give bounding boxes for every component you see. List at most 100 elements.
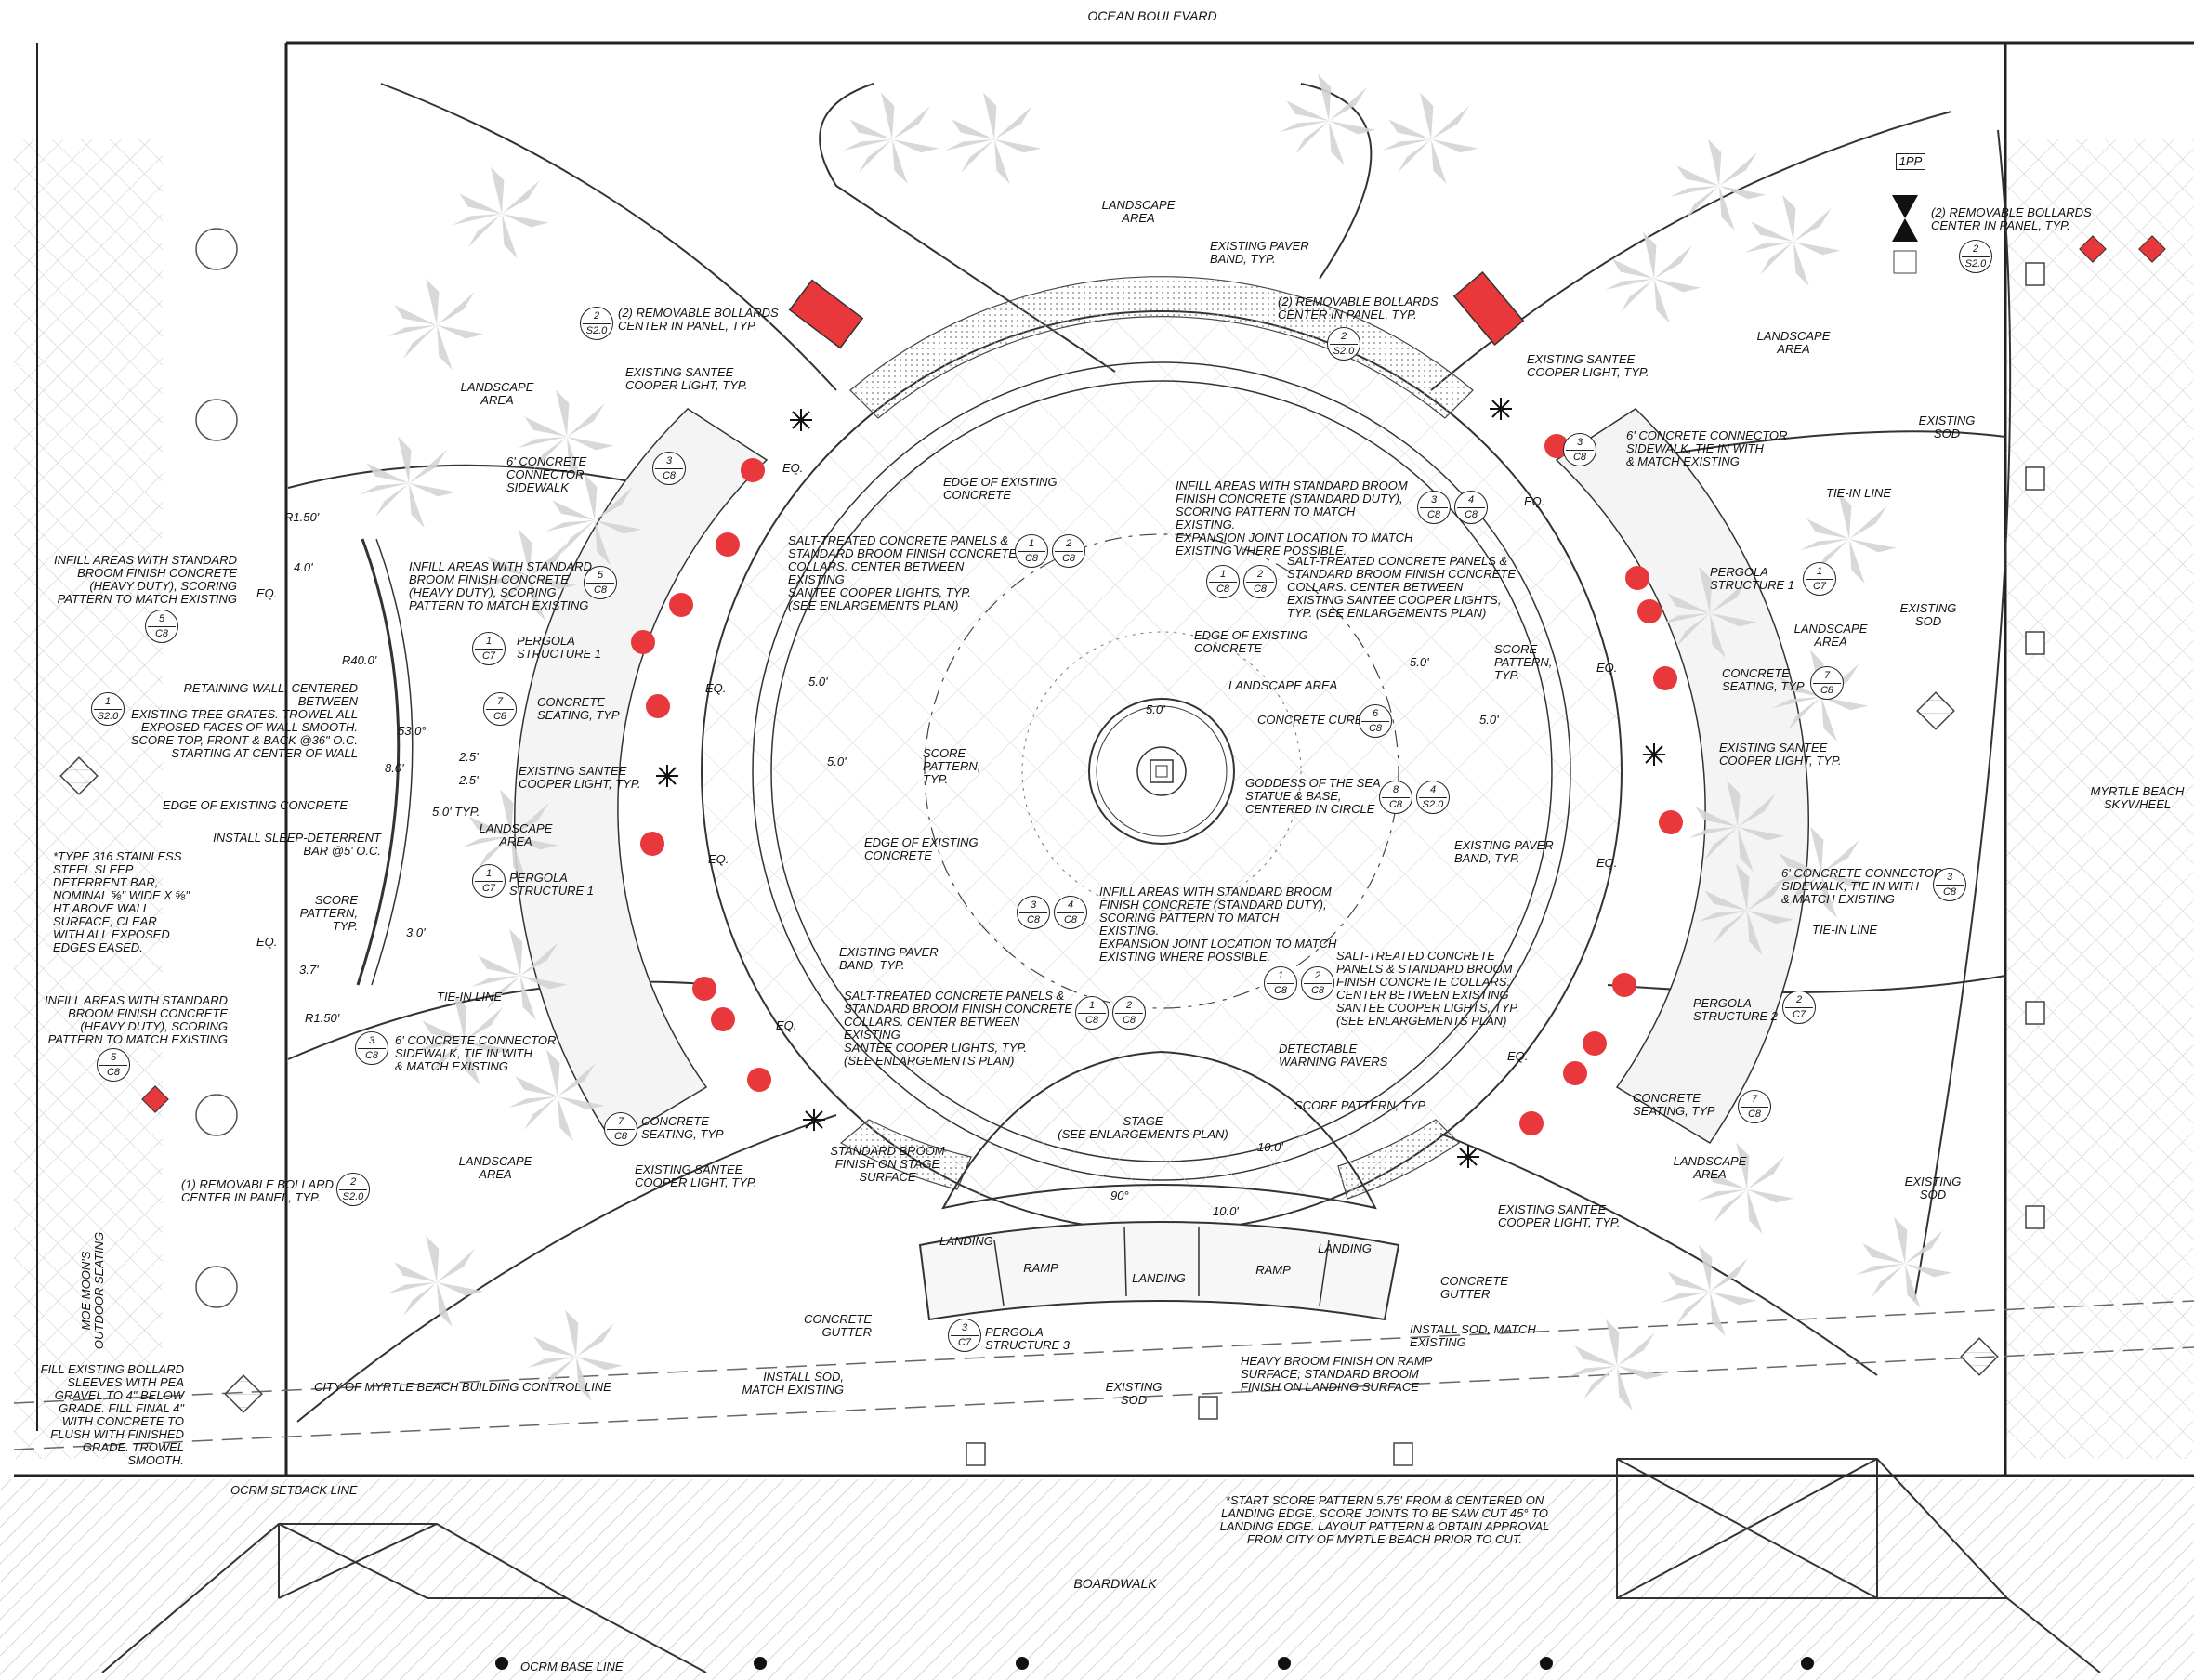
seating-light-icon	[631, 630, 655, 654]
seating-light-icon	[669, 593, 693, 617]
palm-tree-icon	[843, 92, 939, 184]
ref-number: 7	[617, 1116, 624, 1127]
ref-number: 3	[1576, 437, 1583, 448]
infill-heavy-b: INFILL AREAS WITH STANDARD BROOM FINISH …	[54, 553, 237, 606]
dim-53: 53.0°	[398, 724, 427, 738]
ref-number: 4	[1467, 494, 1475, 505]
score-pattern-center: SCORE PATTERN, TYP.	[923, 746, 981, 786]
seating-light-icon	[747, 1068, 771, 1092]
dim-eq-7: EQ.	[1524, 494, 1545, 508]
dim-10-b: 10.0'	[1213, 1204, 1239, 1218]
existing-sod-3: EXISTING SOD	[1904, 1175, 1962, 1201]
start-score-note: *START SCORE PATTERN 5.75' FROM & CENTER…	[1219, 1493, 1550, 1546]
ref-sheet: C8	[1026, 914, 1041, 925]
dim-5-d: 5.0'	[1410, 655, 1429, 669]
tree-grate-icon	[195, 399, 238, 441]
landing-left: LANDING	[939, 1234, 993, 1248]
existing-sod-1: EXISTING SOD	[1918, 413, 1976, 440]
palm-tree-icon	[1568, 1319, 1664, 1411]
ref-sheet: C7	[1792, 1009, 1806, 1020]
ref-number: 1	[1277, 970, 1284, 981]
goddess-statue: GODDESS OF THE SEA STATUE & BASE, CENTER…	[1245, 776, 1381, 816]
dim-eq-4: EQ.	[705, 681, 727, 695]
dim-4: 4.0'	[294, 560, 313, 574]
santee-cooper-light-icon	[803, 1109, 825, 1131]
ramp-right: RAMP	[1255, 1263, 1291, 1277]
edge-existing-2: EDGE OF EXISTING CONCRETE	[1194, 628, 1308, 655]
ref-number: 7	[1751, 1094, 1758, 1105]
ref-number: 1	[485, 868, 493, 879]
street-boardwalk: BOARDWALK	[1073, 1576, 1157, 1591]
boardwalk-hatch	[0, 1479, 2194, 1680]
santee-cooper-light-icon	[1490, 398, 1512, 420]
ref-sheet: S2.0	[1422, 799, 1444, 810]
palm-tree-icon	[508, 1049, 605, 1141]
landing-center: LANDING	[1132, 1271, 1186, 1285]
palm-tree-icon	[415, 993, 512, 1085]
utility-box-icon	[2025, 1001, 2045, 1025]
salt-panels-a: SALT-TREATED CONCRETE PANELS & STANDARD …	[788, 533, 1018, 612]
ref-sheet: C7	[481, 650, 496, 662]
seating-light-icon	[1612, 973, 1636, 997]
santee-light-2: EXISTING SANTEE COOPER LIGHT, TYP.	[1527, 352, 1649, 379]
palm-tree-icon	[471, 928, 568, 1020]
seating-light-icon	[1637, 599, 1662, 623]
dim-r40: R40.0'	[342, 653, 377, 667]
ref-number: 2	[1972, 243, 1979, 255]
dim-8: 8.0'	[385, 761, 404, 775]
palm-tree-icon	[1772, 826, 1869, 918]
dim-eq-10: EQ.	[1507, 1049, 1529, 1063]
seating-2: CONCRETE SEATING, TYP	[1722, 666, 1805, 693]
dim-eq-9: EQ.	[1596, 856, 1618, 870]
ref-sheet: C8	[1388, 799, 1403, 810]
landscape-area-top: LANDSCAPE AREA	[1101, 198, 1176, 225]
building-control-line: CITY OF MYRTLE BEACH BUILDING CONTROL LI…	[314, 1380, 611, 1394]
seating-light-icon	[1583, 1031, 1607, 1056]
left-sidewalk-hatch	[14, 139, 163, 1459]
landscape-area-right-mid: LANDSCAPE AREA	[1793, 622, 1868, 649]
seating-light-icon	[741, 458, 765, 482]
ref-number: 2	[1314, 970, 1321, 981]
sleep-deterrent-note: *TYPE 316 STAINLESS STEEL SLEEP DETERREN…	[53, 849, 190, 954]
salt-panels-d: SALT-TREATED CONCRETE PANELS & STANDARD …	[844, 989, 1073, 1068]
ref-sheet: C8	[1368, 723, 1383, 734]
